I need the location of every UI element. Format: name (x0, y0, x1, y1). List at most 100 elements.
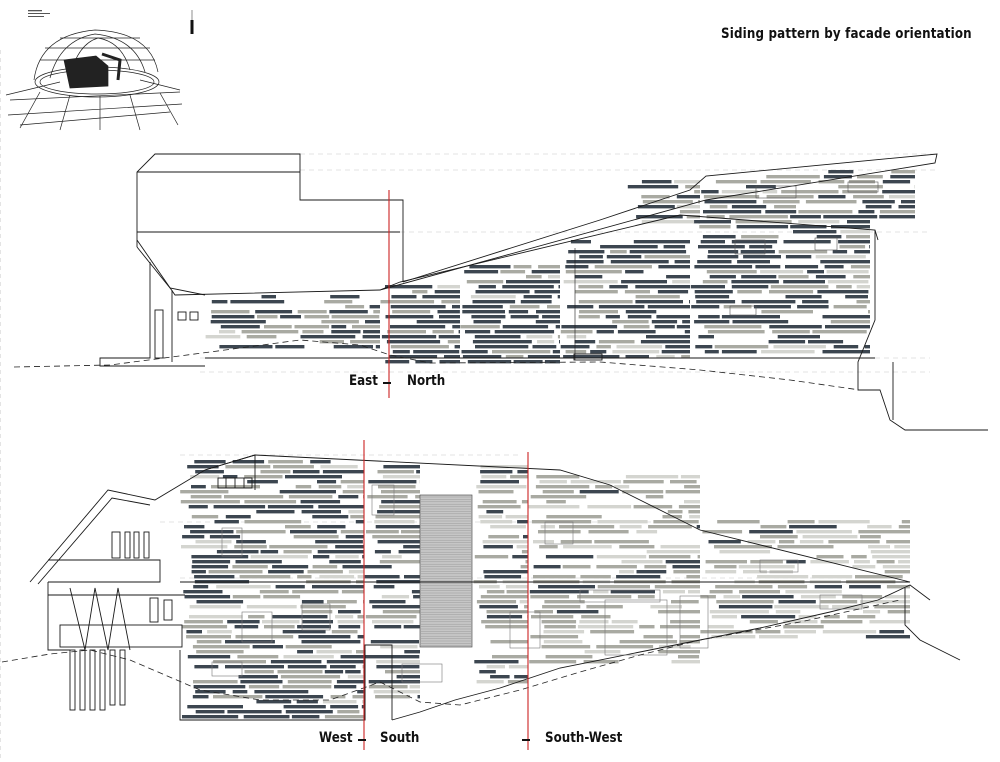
siding-board (263, 595, 301, 599)
siding-board (492, 350, 551, 354)
siding-board (886, 585, 910, 589)
siding-board (797, 305, 829, 309)
site-key-map (5, 29, 183, 131)
siding-board (672, 565, 700, 569)
siding-board (742, 595, 794, 599)
siding-board (856, 300, 870, 304)
siding-board (798, 210, 853, 214)
siding-board (473, 320, 501, 324)
siding-board (625, 475, 679, 479)
siding-board (222, 475, 238, 479)
siding-board (778, 275, 809, 279)
siding-board (312, 585, 364, 589)
siding-board (645, 495, 664, 499)
siding-board (357, 575, 364, 579)
siding-board (761, 350, 815, 354)
siding-board (319, 340, 344, 344)
siding-board (184, 620, 223, 624)
siding-board (686, 575, 700, 579)
siding-board (610, 260, 669, 264)
siding-board (526, 335, 553, 339)
siding-board (461, 350, 488, 354)
siding-board (539, 480, 567, 484)
siding-board (184, 525, 205, 529)
siding-board (612, 350, 660, 354)
siding-board (191, 485, 206, 489)
siding-board (570, 480, 621, 484)
siding-board (235, 560, 282, 564)
siding-board (211, 310, 250, 314)
siding-board (721, 350, 757, 354)
siding-board (486, 510, 504, 514)
siding-board (506, 590, 528, 594)
siding-board (672, 280, 690, 284)
siding-board (379, 505, 420, 509)
siding-board (689, 515, 700, 519)
siding-board (196, 650, 244, 654)
siding-board (688, 510, 700, 514)
siding-board (224, 495, 284, 499)
siding-board (329, 310, 368, 314)
siding-board (769, 325, 822, 329)
siding-board (462, 310, 505, 314)
siding-board (894, 545, 910, 549)
siding-board (375, 695, 410, 699)
siding-board (731, 240, 778, 244)
siding-board (194, 575, 235, 579)
siding-board (777, 585, 808, 589)
siding-board (740, 250, 775, 254)
siding-board (240, 680, 283, 684)
siding-board (514, 675, 528, 679)
siding-board (188, 505, 208, 509)
siding-board (391, 295, 417, 299)
siding-board (535, 320, 560, 324)
siding-board (766, 195, 814, 199)
siding-board (665, 490, 700, 494)
siding-board (404, 650, 420, 654)
siding-board (694, 190, 700, 194)
siding-board (737, 260, 770, 264)
siding-board (439, 360, 460, 364)
siding-board (362, 335, 380, 339)
siding-board (598, 340, 635, 344)
siding-board (533, 540, 554, 544)
siding-board (260, 470, 291, 474)
siding-board (239, 575, 291, 579)
siding-board (362, 555, 364, 559)
siding-board (193, 680, 238, 684)
siding-board (862, 200, 895, 204)
siding-board (646, 550, 700, 554)
siding-board (783, 280, 825, 284)
siding-board (762, 200, 800, 204)
siding-board (557, 335, 560, 339)
siding-board (301, 610, 333, 614)
siding-board (566, 260, 604, 264)
siding-board (342, 490, 364, 494)
siding-board (381, 335, 437, 339)
siding-board (723, 595, 741, 599)
siding-board (256, 700, 292, 704)
siding-board (372, 535, 420, 539)
siding-board (277, 670, 323, 674)
siding-board (526, 275, 542, 279)
siding-board (219, 345, 273, 349)
siding-board (298, 635, 351, 639)
siding-board (236, 540, 266, 544)
siding-board (208, 570, 263, 574)
siding-board (530, 595, 570, 599)
siding-board (205, 335, 241, 339)
siding-board (542, 490, 574, 494)
siding-board (375, 515, 420, 519)
siding-board (817, 290, 869, 294)
siding-board (365, 320, 380, 324)
siding-board (542, 315, 560, 319)
siding-board (478, 515, 503, 519)
label-south-west: South-West (545, 730, 623, 746)
siding-board (701, 190, 719, 194)
siding-board (587, 505, 632, 509)
page-title: Siding pattern by facade orientation (721, 26, 972, 42)
siding-board (811, 575, 853, 579)
siding-board (777, 335, 820, 339)
siding-board (324, 715, 364, 719)
